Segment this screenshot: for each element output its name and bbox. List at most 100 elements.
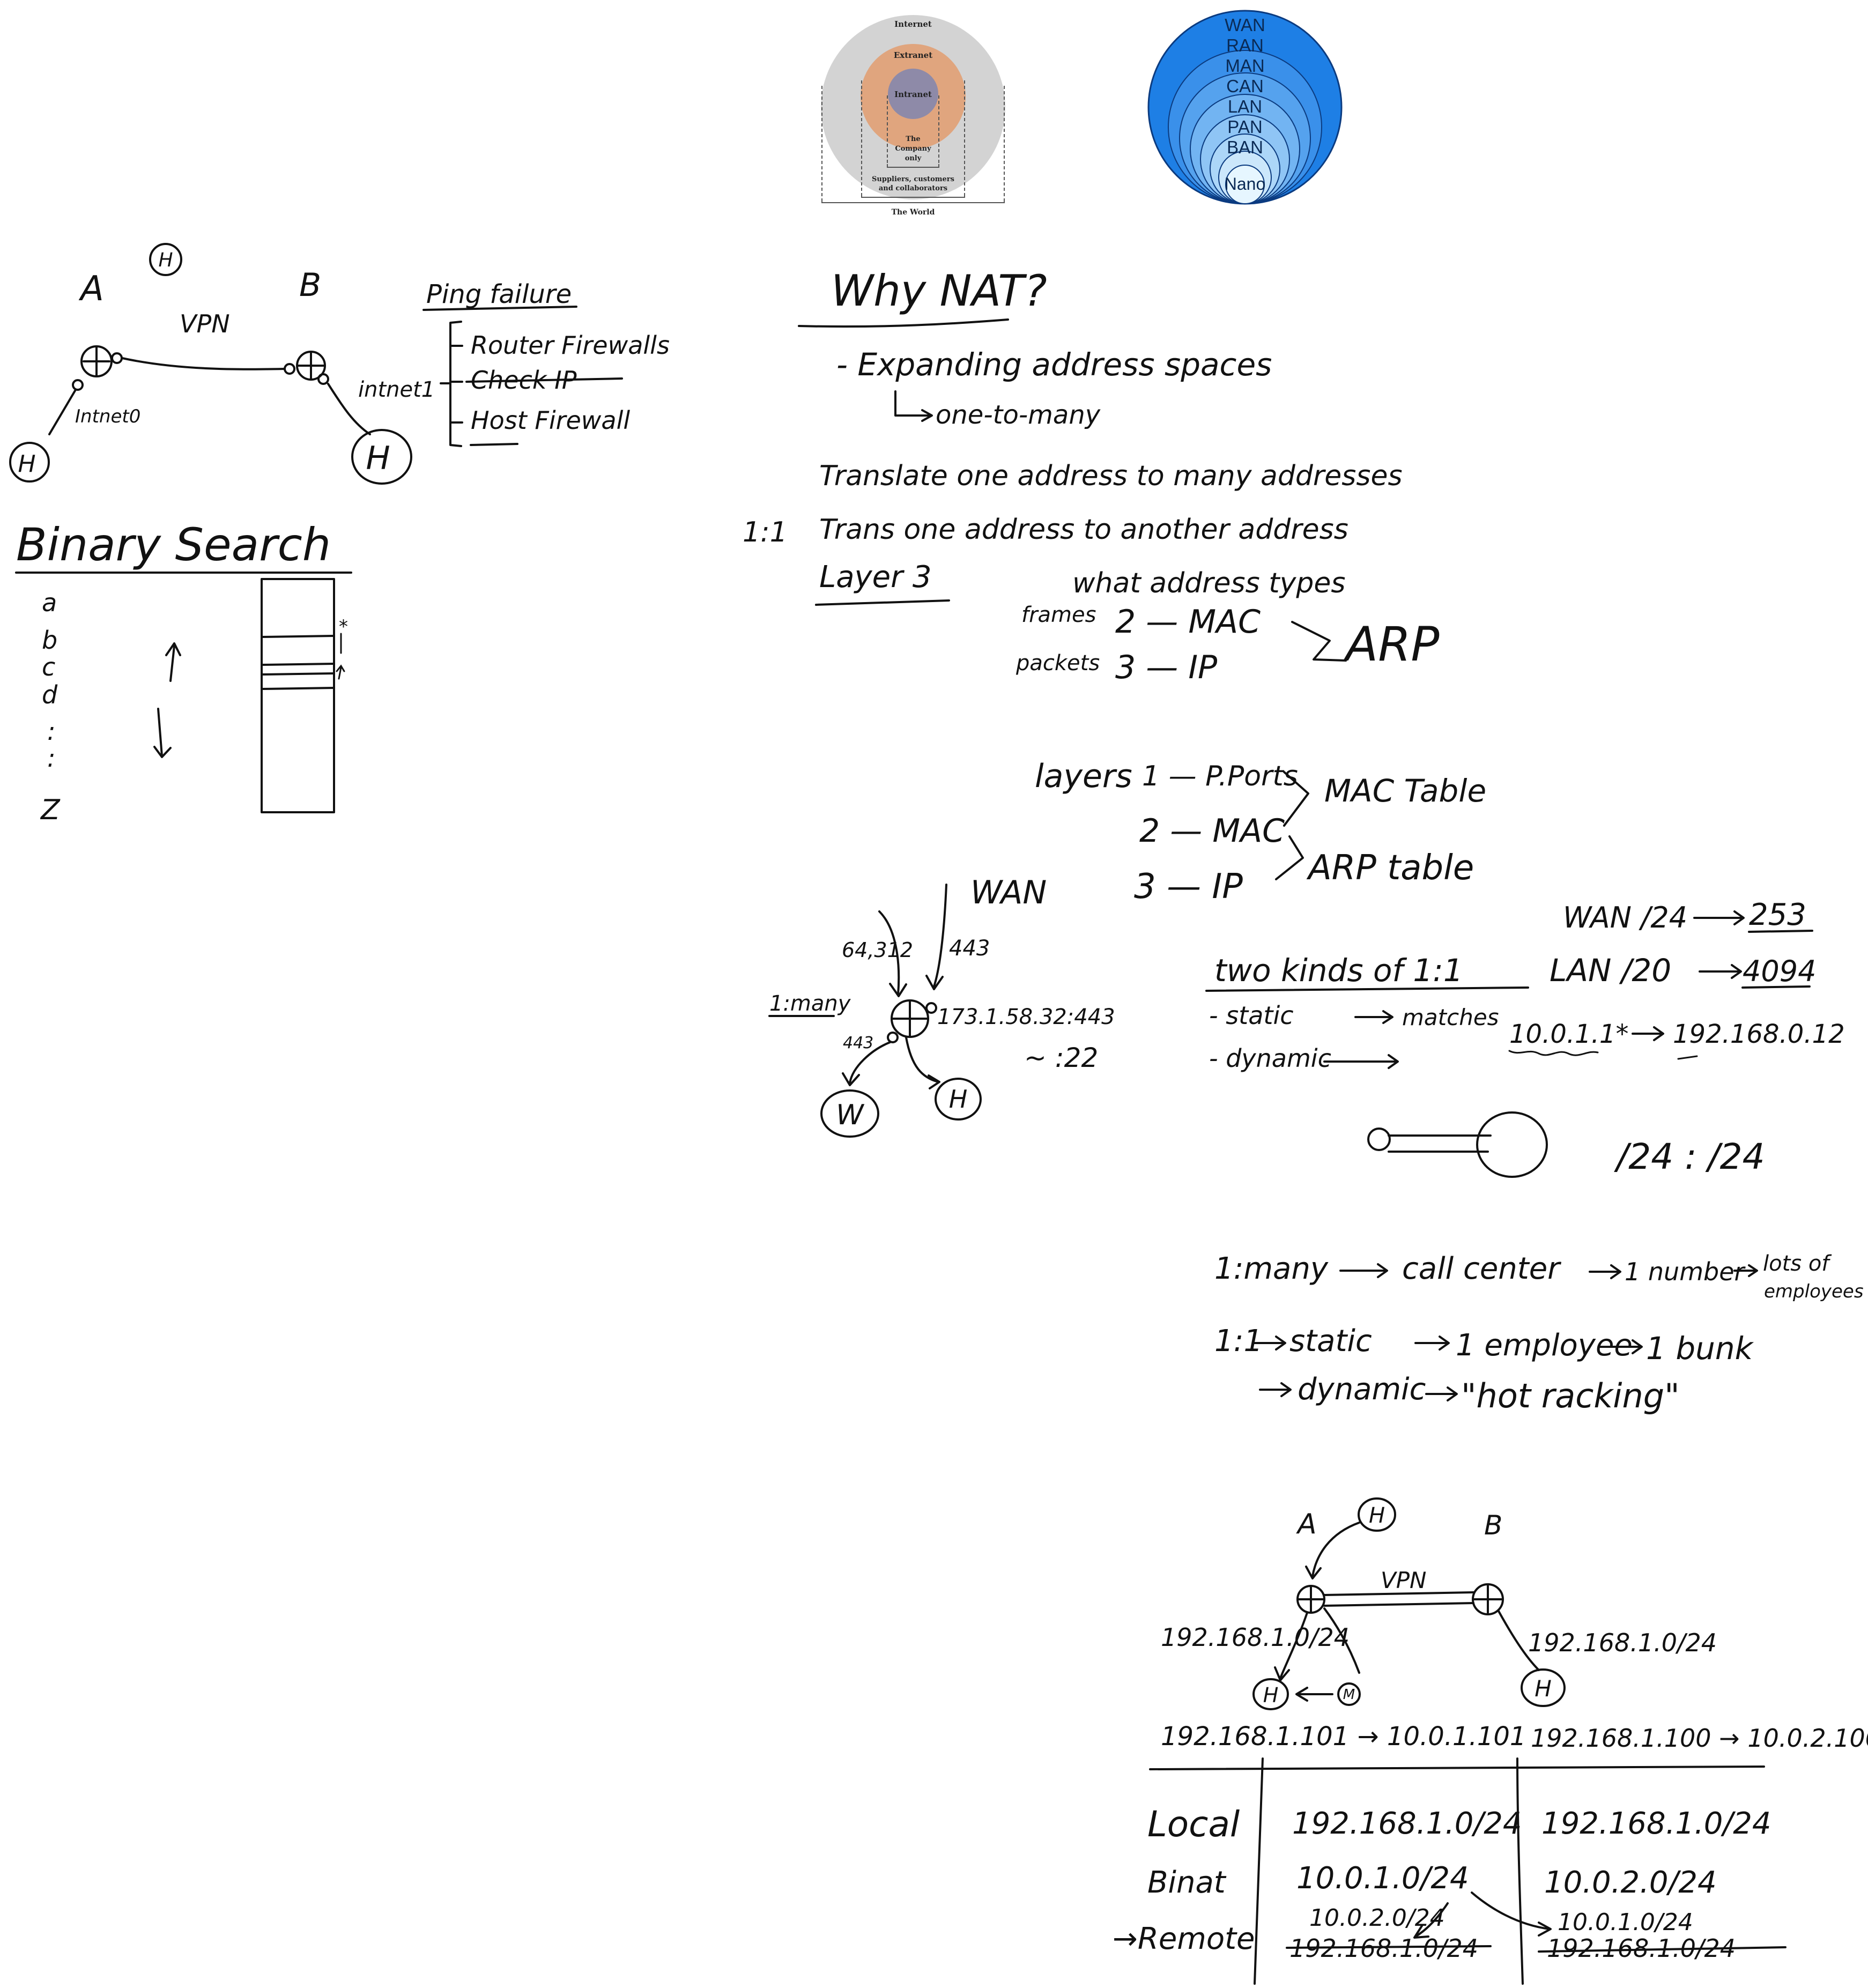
bs-letter-z: Z: [40, 794, 61, 826]
vpn-host-top: H: [1369, 1503, 1385, 1528]
nat-arp-brace: [1291, 621, 1347, 662]
layers-1: 1 — P.Ports: [1142, 760, 1298, 792]
ring-diagram: Internet Extranet Intranet The Company o…: [821, 15, 1005, 217]
wan-arrow-b: [925, 884, 947, 990]
wan-alt-port: ~ :22: [1024, 1042, 1098, 1073]
layers-mac-table: MAC Table: [1324, 773, 1486, 809]
left-vpn-label: VPN: [180, 309, 230, 338]
ping-failure-title: Ping failure: [426, 279, 572, 309]
kinds-static: - static: [1209, 1001, 1294, 1030]
nat-what-types: what address types: [1072, 567, 1346, 599]
wan-label: WAN: [970, 874, 1047, 911]
nat-line-4-prefix: 1:1: [743, 516, 788, 548]
analogy-l1-a: 1:many: [1214, 1251, 1329, 1286]
wan-h: H: [949, 1085, 968, 1114]
nat-arrow-hook: [894, 390, 933, 422]
analogy-l3-b: "hot racking": [1461, 1376, 1680, 1415]
ring-suppliers-line2: and collaborators: [879, 184, 947, 192]
ring-internet-label: Internet: [894, 19, 932, 29]
vpn-net-b: 192.168.1.0/24: [1528, 1628, 1717, 1657]
subnet-wan-value: 253: [1749, 897, 1806, 932]
wan-h-circle: [935, 1078, 982, 1121]
vpn-router-b: [1472, 1583, 1504, 1615]
ring-extranet-label: Extranet: [894, 50, 932, 60]
vpn-host-b: H: [1535, 1675, 1552, 1702]
bs-dots-1: :: [47, 717, 56, 746]
why-nat-title: Why NAT?: [831, 266, 1047, 316]
ring-bracket-bottoms: [821, 164, 1005, 203]
wan-arrow-a: [878, 910, 907, 997]
wan-one-many: 1:many: [769, 991, 851, 1016]
analogy-l1-e: employees: [1764, 1281, 1864, 1302]
binary-search-notes: Binary Search a b c d : : Z *: [15, 518, 352, 826]
ratio-big-node: [1476, 1111, 1548, 1178]
wan-arrow-h: [905, 1036, 940, 1089]
wan-sketch: WAN 64,312 443 1:many 173.1.58.32:443 ~ …: [768, 874, 1115, 1138]
nat-table-divider-1: [1254, 1757, 1264, 1985]
bs-letter-b: b: [42, 626, 57, 655]
nat-row-mac: 2 — MAC: [1115, 603, 1261, 641]
nat-row-local-label: Local: [1147, 1804, 1240, 1845]
left-host-a: H: [18, 450, 35, 478]
scope-wan: WAN: [1225, 15, 1265, 35]
layers-notes: layers 1 — P.Ports 2 — MAC 3 — IP MAC Ta…: [1035, 758, 1486, 907]
two-kinds-notes: two kinds of 1:1 - static matches 10.0.1…: [1205, 952, 1845, 1073]
analogy-l2-d: 1 bunk: [1646, 1330, 1754, 1367]
ping-brace: [440, 321, 462, 447]
left-host-top: H: [158, 249, 173, 271]
nat-layer3: Layer 3: [819, 560, 932, 595]
binary-search-title: Binary Search: [16, 518, 331, 571]
ping-item-3: Host Firewall: [471, 406, 630, 435]
left-intnet0: Intnet0: [75, 406, 140, 427]
analogy-l2-c: 1 employee: [1456, 1328, 1633, 1363]
ping-item-1: Router Firewalls: [471, 331, 670, 360]
subnet-sizes: WAN /24 253 LAN /20 4094: [1550, 897, 1816, 989]
analogy-l2-b: static: [1289, 1324, 1372, 1359]
analogy-l2-a: 1:1: [1214, 1324, 1263, 1359]
nat-row-binat-label: Binat: [1147, 1865, 1227, 1900]
network-scope-diagram: WAN RAN MAN CAN LAN PAN BAN Nano: [1147, 10, 1343, 205]
wan-w-circle: [820, 1089, 879, 1138]
vpn-map-b: 192.168.1.100 → 10.0.2.100: [1531, 1724, 1868, 1753]
nat-row-ip: 3 — IP: [1115, 649, 1218, 686]
layers-2: 2 — MAC: [1139, 812, 1285, 850]
analogy-l1-b: call center: [1402, 1251, 1561, 1286]
nat-line-4: Trans one address to another address: [819, 514, 1348, 546]
ping-failure-notes: Ping failure Router Firewalls Check IP H…: [422, 279, 670, 447]
ring-company-line2: Company: [895, 145, 931, 153]
why-nat-notes: Why NAT? - Expanding address spaces one-…: [743, 266, 1439, 686]
vpn-mid-circle: [1337, 1682, 1361, 1706]
ping-item-2-strike: [465, 377, 623, 383]
left-vpn-link: [121, 357, 285, 370]
scope-nano: Nano: [1225, 174, 1266, 194]
vpn-host-b-circle: [1521, 1668, 1566, 1707]
scope-ban: BAN: [1227, 137, 1263, 157]
intranet-ring: [888, 69, 938, 119]
bs-dots-2: :: [47, 744, 56, 773]
bs-letter-c: c: [42, 652, 55, 681]
kinds-title: two kinds of 1:1: [1214, 952, 1463, 989]
wan-arrow-w: [842, 1041, 891, 1086]
layers-braces: [1275, 771, 1309, 880]
vpn-host-a-circle: [1252, 1678, 1289, 1710]
bs-letter-a: a: [42, 588, 57, 617]
wan-port-a: 64,312: [842, 938, 913, 962]
bs-down-arrow: [153, 708, 172, 758]
layers-3: 3 — IP: [1134, 867, 1243, 907]
subnet-lan-value: 4094: [1743, 954, 1816, 988]
scope-lan: LAN: [1228, 97, 1262, 116]
vpn-map-a: 192.168.1.101 → 10.0.1.101: [1161, 1722, 1526, 1752]
kinds-ip-from: 10.0.1.1*: [1509, 1019, 1628, 1049]
scope-ran: RAN: [1226, 35, 1264, 55]
ring-intranet-label: Intranet: [894, 90, 932, 99]
vpn-label: VPN: [1381, 1567, 1426, 1593]
wan-ip: 173.1.58.32:443: [937, 1005, 1115, 1029]
vpn-diagram: A B H VPN 192.168.1.0/24 192.168.1.0/24 …: [1161, 1497, 1868, 1753]
left-router-a-cross: [83, 346, 110, 376]
vpn-site-b: B: [1484, 1510, 1502, 1541]
scope-pan: PAN: [1227, 117, 1262, 137]
left-site-a: A: [78, 269, 104, 309]
bs-array-box: [261, 578, 335, 813]
left-host-b: H: [366, 440, 390, 477]
